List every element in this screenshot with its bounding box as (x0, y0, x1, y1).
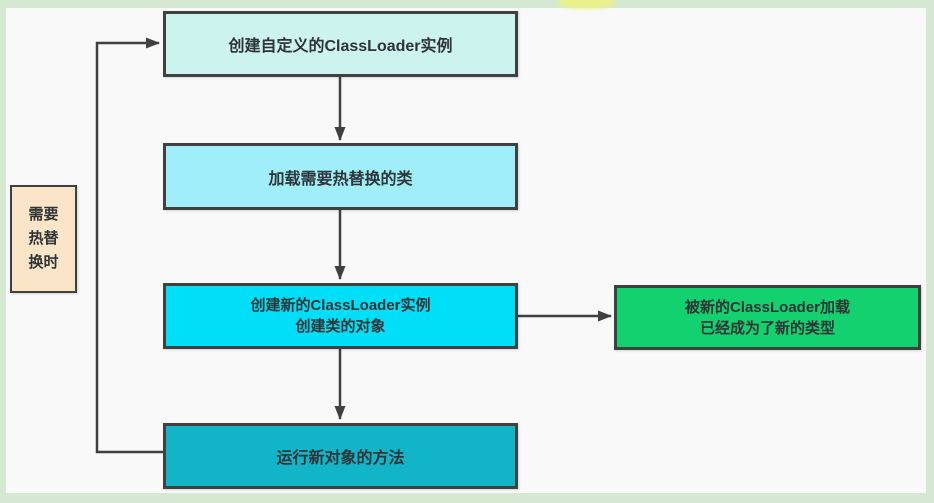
node-label-line3: 换时 (28, 254, 59, 271)
node-label: 创建自定义的ClassLoader实例 (228, 38, 453, 55)
node-label-line2: 创建类的对象 (295, 318, 386, 335)
node-label-line1: 需要 (28, 206, 59, 223)
node-label: 运行新对象的方法 (276, 450, 405, 467)
node-loaded-by-new-classloader: 被新的ClassLoader加载 已经成为了新的类型 (614, 285, 921, 350)
node-label-line1: 被新的ClassLoader加载 (684, 298, 851, 316)
diagram-canvas (6, 8, 926, 493)
node-create-custom-classloader: 创建自定义的ClassLoader实例 (163, 11, 518, 77)
node-run-new-object-method: 运行新对象的方法 (163, 423, 518, 489)
node-label-line1: 创建新的ClassLoader实例 (250, 297, 431, 314)
node-when-hot-swap-needed: 需要 热替 换时 (10, 185, 77, 293)
node-create-new-classloader: 创建新的ClassLoader实例 创建类的对象 (163, 283, 518, 349)
node-label-line2: 已经成为了新的类型 (699, 319, 835, 337)
node-load-hot-swap-class: 加载需要热替换的类 (163, 143, 518, 210)
cursor-highlight-artifact (558, 0, 616, 9)
node-label-line2: 热替 (28, 230, 59, 247)
node-label: 加载需要热替换的类 (268, 170, 413, 188)
